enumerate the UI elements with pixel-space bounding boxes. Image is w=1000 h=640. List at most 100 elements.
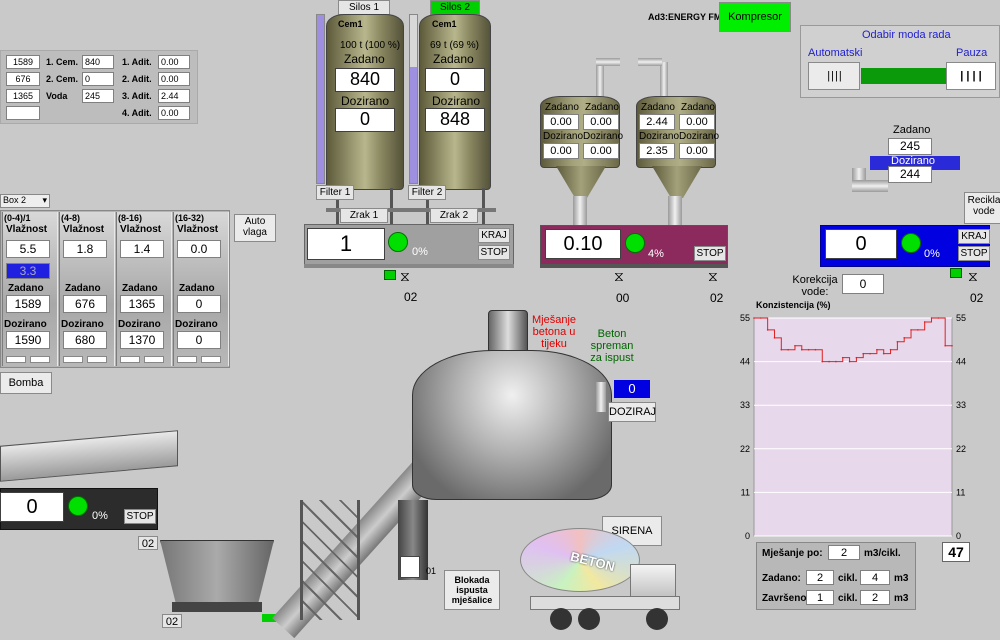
zavrseno-cycles-value: 1 (806, 590, 834, 605)
aggregate-moisture-measured: 3.3 (6, 263, 50, 279)
conveyor-status-icon (68, 496, 88, 516)
additive-scale-status-icon (625, 233, 645, 253)
water-correction-label: Korekcija vode: (792, 274, 838, 298)
aggregate-moisture-value[interactable]: 1.8 (63, 240, 107, 258)
summary-adit-value: 0.00 (158, 106, 190, 120)
silo1-level-fill (317, 15, 324, 183)
chart-point (753, 317, 755, 319)
silo2-tab[interactable]: Silos 2 (430, 0, 480, 15)
conveyor-valve-label: 02 (138, 536, 158, 550)
water-zadano-label: Zadano (893, 124, 931, 136)
additive-stop-button[interactable]: STOP (694, 246, 726, 261)
aggregate-moisture-label: Vlažnost (177, 224, 219, 235)
mode-title: Odabir moda rada (862, 29, 951, 41)
cement-scale-percent: 0% (412, 246, 428, 258)
doziraj-button[interactable]: DOZIRAJ (608, 402, 656, 422)
zavrseno-cikl-unit: cikl. (838, 593, 858, 604)
silo2-air-button[interactable]: Zrak 2 (430, 208, 478, 223)
chart-point (876, 348, 878, 351)
aggregate-zadano-value: 0 (177, 295, 221, 313)
silo2-dozirano: 848 (425, 108, 485, 132)
aggregate-zadano-label: Zadano (8, 283, 44, 294)
zavrseno-m3-value: 2 (860, 590, 890, 605)
chart-point (828, 360, 830, 363)
chart-y-tick-right: 33 (956, 400, 966, 410)
cement-stop-button[interactable]: STOP (478, 245, 510, 260)
water-correction-value[interactable]: 0 (842, 274, 884, 294)
silo1-level: 100 t (100 %) (340, 40, 401, 51)
cement-valve-icon[interactable]: ⧖ (400, 268, 410, 284)
conveyor-stop-button[interactable]: STOP (124, 509, 156, 524)
skip-indicator (262, 614, 276, 622)
kompresor-button[interactable]: Kompresor (719, 2, 791, 32)
aggregate-gate (201, 356, 221, 363)
zadano-cycles-value[interactable]: 2 (806, 570, 834, 585)
silo1-dozirano: 0 (335, 108, 395, 132)
silo1-zadano-label: Zadano (344, 52, 385, 66)
silo1-filter-button[interactable]: Filter 1 (316, 185, 354, 200)
mixer-water-value: 0 (614, 380, 650, 398)
aggregate-moisture-value[interactable]: 0.0 (177, 240, 221, 258)
silo2-filter-button[interactable]: Filter 2 (408, 185, 446, 200)
chart-point (903, 337, 906, 339)
chart-point (910, 329, 912, 331)
silo1-zadano: 840 (335, 68, 395, 92)
zavrseno-m3-unit: m3 (894, 593, 909, 604)
zadano-cikl-unit: cikl. (838, 573, 858, 584)
skip-hopper-base (172, 602, 262, 612)
mode-slider-track[interactable] (861, 68, 947, 84)
recirculation-button[interactable]: Recikla vode (964, 192, 1000, 224)
summary-agg-value: 1589 (6, 55, 40, 69)
aggregate-gate (87, 356, 107, 363)
box-select[interactable]: Box 2 ▾ (0, 194, 50, 208)
additive-scale-bottom (540, 264, 728, 268)
chart-y-tick-left: 22 (740, 444, 750, 454)
additive-valve-left-icon[interactable]: ⧖ (614, 268, 624, 284)
aggregate-zadano-value: 1365 (120, 295, 164, 313)
mjesanje-value[interactable]: 2 (828, 545, 860, 560)
silo2-zadano-label: Zadano (433, 52, 474, 66)
aggregate-dozirano-label: Dozirano (118, 319, 161, 330)
mode-auto-button[interactable]: | | | | (808, 62, 860, 90)
hopper-dozirano-label: Dozirano (639, 131, 680, 142)
mixer-water-pipe (596, 382, 606, 412)
chart-point (848, 360, 851, 363)
silo1-tab[interactable]: Silos 1 (338, 0, 390, 15)
chart-y-tick-right: 22 (956, 444, 966, 454)
cement-valve-indicator (384, 270, 396, 280)
zadano-m3-value[interactable]: 4 (860, 570, 890, 585)
mixer-outlet (400, 556, 420, 578)
bomba-button[interactable]: Bomba (0, 372, 52, 394)
mode-pause-button[interactable]: | | | | (946, 62, 996, 90)
chart-point (882, 352, 885, 355)
silo1-air-button[interactable]: Zrak 1 (340, 208, 388, 223)
hopper-dozirano-a: 0.00 (543, 143, 579, 159)
conveyor-belt (0, 430, 178, 482)
water-valve-icon[interactable]: ⧖ (968, 268, 978, 284)
chart-point (855, 356, 858, 359)
mixer-status-mixing: Mješanje betona u tijeku (531, 314, 577, 350)
aggregate-moisture-value[interactable]: 1.4 (120, 240, 164, 258)
blokada-button[interactable]: Blokada ispusta mješalice (444, 570, 500, 610)
chart-y-tick-left: 11 (741, 487, 750, 497)
truck-wheel (578, 608, 600, 630)
hopper-dozirano-a: 2.35 (639, 143, 675, 159)
chart-point (889, 348, 892, 351)
additive-valve-right-icon[interactable]: ⧖ (708, 268, 718, 284)
aggregate-moisture-value[interactable]: 5.5 (6, 240, 50, 258)
cement-kraj-button[interactable]: KRAJ (478, 228, 510, 243)
chart-point (835, 360, 837, 363)
cement-valve-label: 02 (404, 290, 418, 304)
water-dozirano: 244 (888, 166, 932, 183)
auto-vlaga-button[interactable]: Auto vlaga (234, 214, 276, 242)
water-stop-button[interactable]: STOP (958, 246, 990, 261)
additive-pipe-2-top (638, 58, 662, 66)
water-kraj-button[interactable]: KRAJ (958, 229, 990, 244)
water-dozirano-label: Dozirano (891, 155, 936, 167)
chart-point (773, 337, 776, 339)
aggregate-gate (177, 356, 197, 363)
silo2-body (419, 14, 491, 190)
summary-adit-value: 0.00 (158, 55, 190, 69)
mixer-outlet-label: 01 (426, 566, 437, 576)
chart-y-tick-right: 11 (956, 487, 965, 497)
